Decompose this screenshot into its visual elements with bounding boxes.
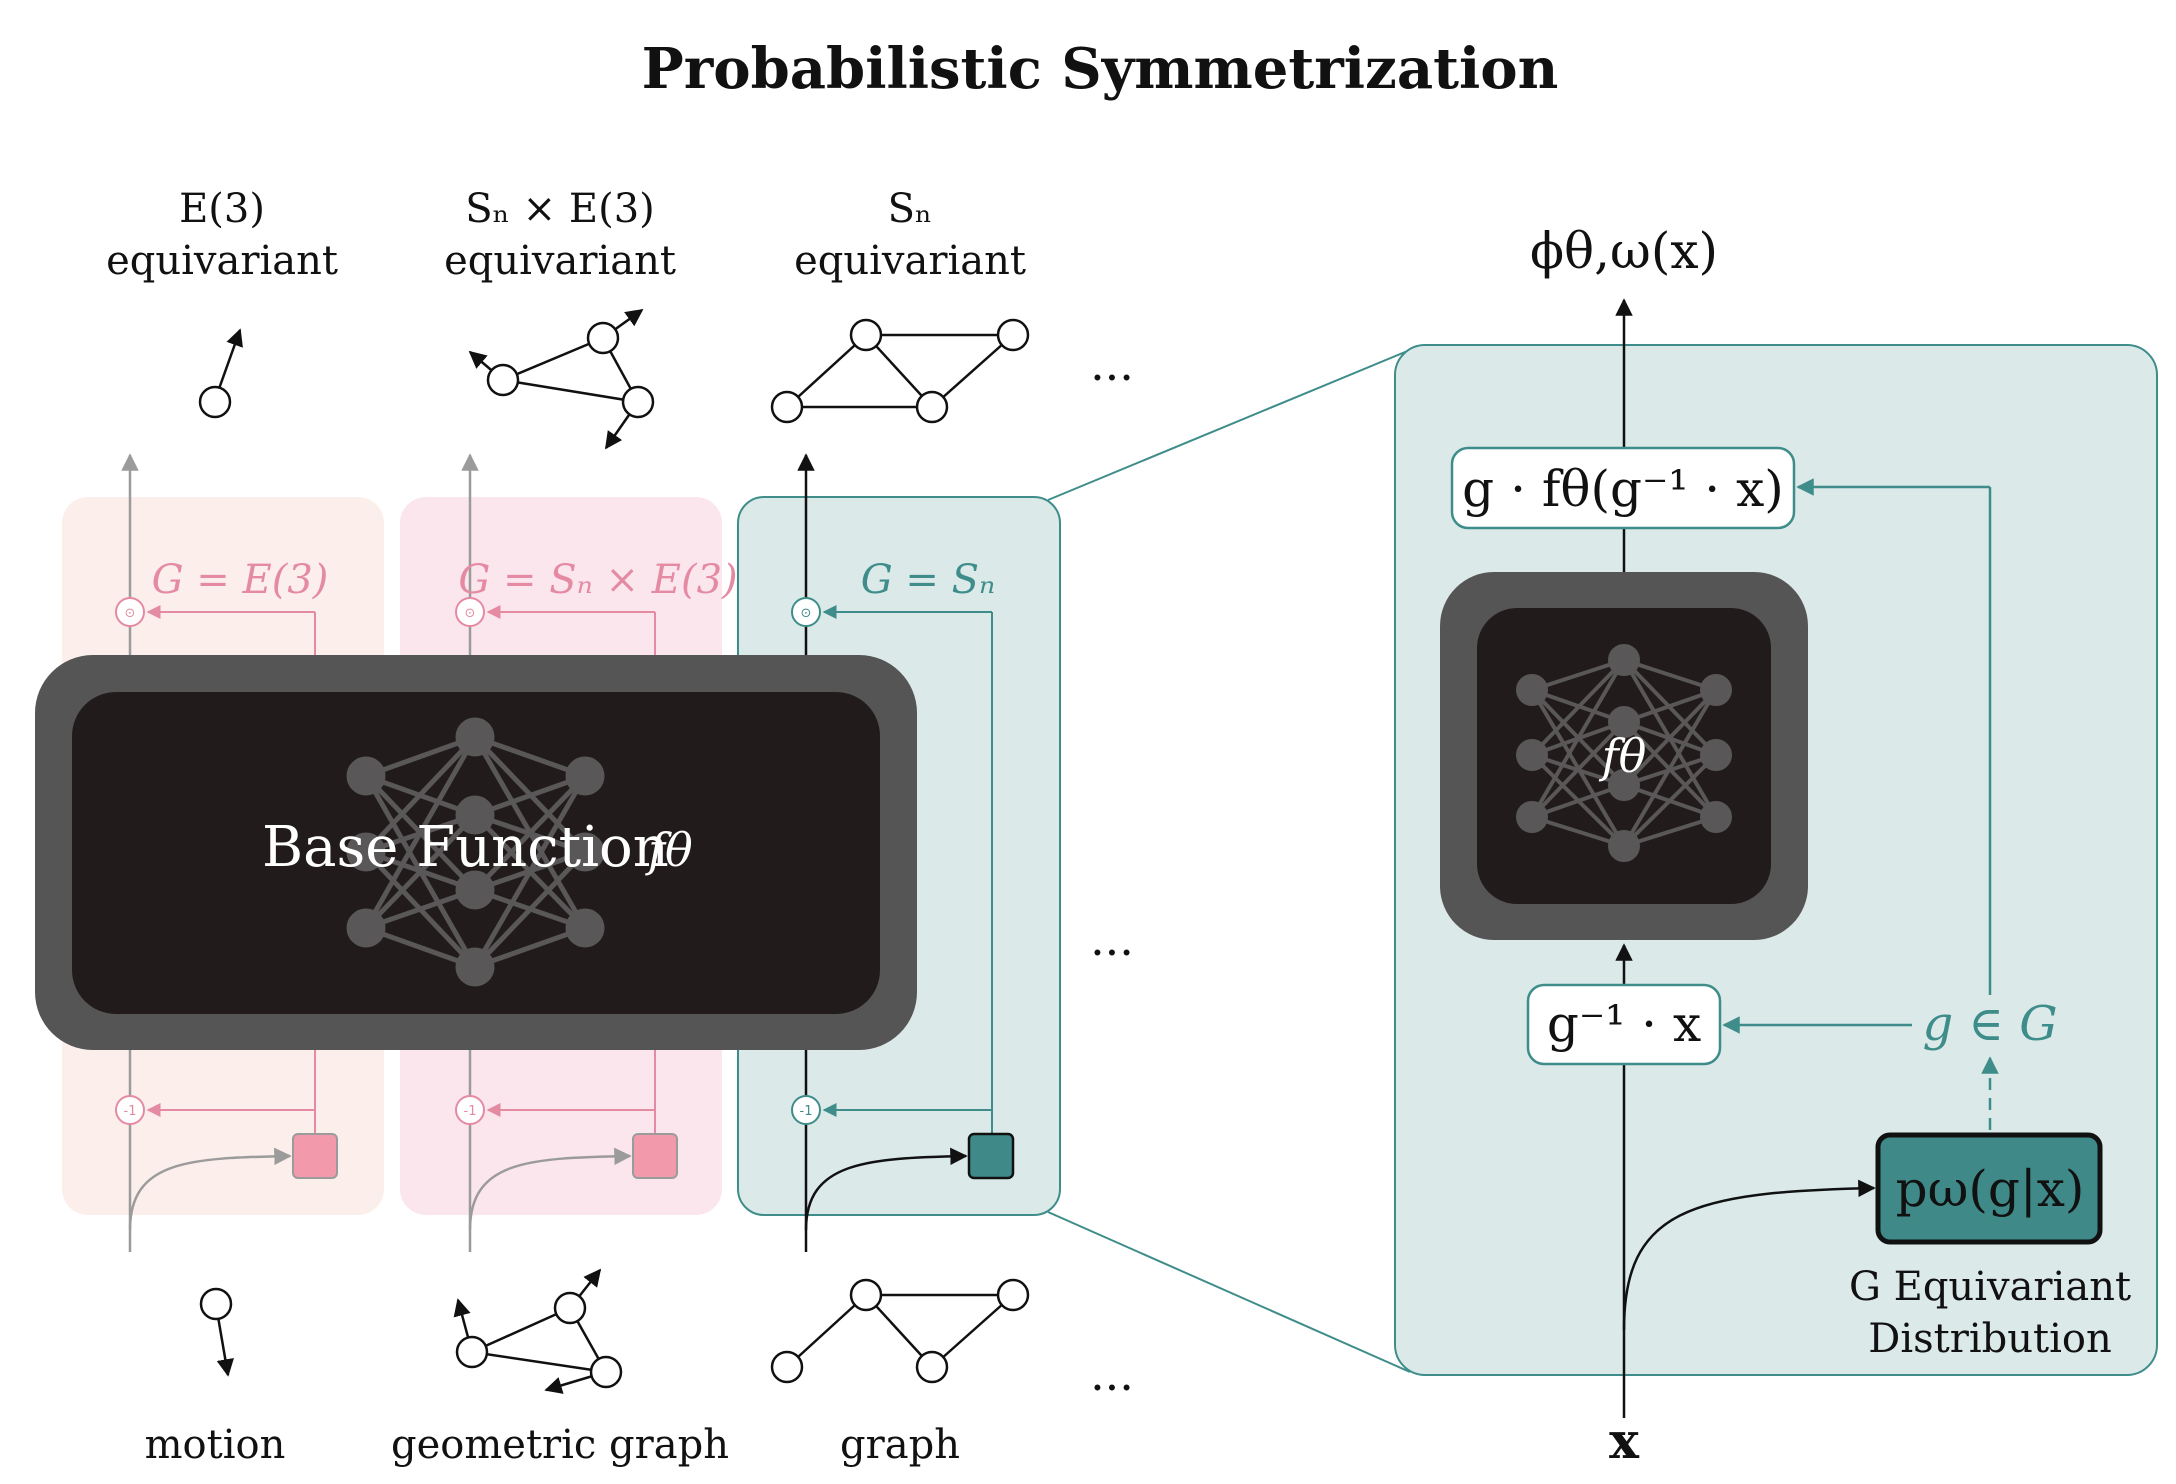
output-transform-box [1450, 446, 1796, 530]
odot-node [115, 597, 145, 627]
base-function-label: Base Function [262, 815, 669, 880]
sn-e3-column: ⊙ -1 G = Sₙ × E(3) Sₙ × E(3) equivariant [391, 186, 738, 1468]
odot-symbol: ⊙ [801, 606, 812, 621]
neural-network-icon [346, 717, 605, 987]
graph-label: graph [840, 1422, 960, 1468]
odot-symbol: ⊙ [465, 606, 476, 621]
inverse-symbol: -1 [124, 1104, 137, 1119]
distribution-caption-line1: G Equivariant [1849, 1264, 2131, 1310]
sn-top-word: equivariant [794, 238, 1026, 284]
detail-network-symbol: fθ [1599, 729, 1647, 783]
equivariant-distribution-box [1875, 1132, 2103, 1245]
sn-e3-output-geometric-graph [468, 308, 655, 450]
graph-input-figure [770, 1278, 1030, 1384]
base-function-symbol: fθ [645, 823, 693, 877]
detail-content: ϕθ,ω(x) g · fθ(g⁻¹ · x) fθ g⁻¹ · x g ∈ G [1440, 222, 2131, 1470]
distribution-label: pω(g|x) [1896, 1160, 2085, 1218]
zoom-line-bottom [1047, 1211, 1411, 1373]
sample-label: g ∈ G [1922, 996, 2057, 1052]
sn-top-group: Sₙ [888, 186, 933, 232]
ellipsis-bottom: ... [1090, 1347, 1134, 1401]
zoom-line-top [1047, 349, 1411, 501]
inverse-node [791, 1095, 821, 1125]
symmetrized-output-label: ϕθ,ω(x) [1530, 222, 1718, 280]
geometric-graph-label: geometric graph [391, 1422, 729, 1468]
motion-label: motion [145, 1422, 286, 1468]
ellipsis-middle: ... [1090, 912, 1134, 966]
inverse-node [455, 1095, 485, 1125]
e3-top-group: E(3) [179, 186, 265, 232]
motion-input-figure [199, 1287, 234, 1377]
sn-output-graph [770, 318, 1030, 424]
inverse-transform-label: g⁻¹ · x [1547, 995, 1701, 1053]
ellipsis-top: ... [1090, 337, 1134, 391]
diagram-title: Probabilistic Symmetrization [642, 36, 1559, 102]
sn-column: ⊙ -1 G = Sₙ Sₙ equivariant [770, 186, 1030, 1468]
e3-top-word: equivariant [106, 238, 338, 284]
base-function-block: Base Function fθ [35, 655, 917, 1050]
sn-e3-top-word: equivariant [444, 238, 676, 284]
detail-neural-network-icon [1516, 644, 1732, 862]
sn-e3-group-label: G = Sₙ × E(3) [458, 557, 737, 603]
inverse-transform-box [1526, 983, 1722, 1066]
e3-column: ⊙ -1 G = E(3) E(3) equivariant motion [106, 186, 338, 1468]
detail-input-label: x [1609, 1411, 1640, 1470]
sn-e3-distribution-box [632, 1133, 678, 1179]
sn-distribution-box [967, 1132, 1015, 1180]
output-transform-label: g · fθ(g⁻¹ · x) [1462, 460, 1784, 518]
distribution-caption-line2: Distribution [1868, 1316, 2111, 1362]
sn-group-label: G = Sₙ [861, 557, 996, 603]
e3-distribution-box [292, 1133, 338, 1179]
inverse-node [115, 1095, 145, 1125]
odot-symbol: ⊙ [125, 606, 136, 621]
e3-group-label: G = E(3) [152, 557, 329, 603]
e3-output-motion [198, 328, 243, 419]
geometric-graph-input-figure [453, 1268, 623, 1394]
sn-e3-top-group: Sₙ × E(3) [465, 186, 655, 232]
inverse-symbol: -1 [800, 1104, 813, 1119]
inverse-symbol: -1 [464, 1104, 477, 1119]
odot-node [791, 597, 821, 627]
odot-node [455, 597, 485, 627]
